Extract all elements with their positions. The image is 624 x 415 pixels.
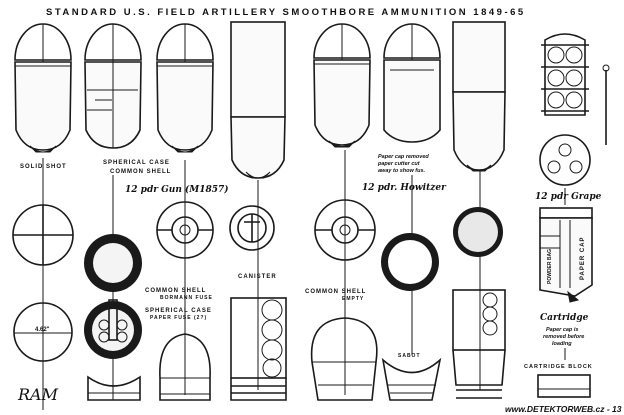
solid-shot-section <box>12 204 74 266</box>
howitzer-fuse-top <box>314 199 376 261</box>
label-common-shell-bormann: COMMON SHELL <box>145 288 206 294</box>
note-paper-cap-3: away to show fus. <box>378 168 426 174</box>
solid-shot-round <box>14 23 72 153</box>
common-shell-fuse-top <box>156 201 214 259</box>
label-12pdr-howitzer: 12 pdr. Howitzer <box>362 183 447 193</box>
cartridge <box>539 207 593 303</box>
howitzer-shell-sabot <box>310 317 378 401</box>
label-spherical-case: SPHERICAL CASE <box>103 160 170 166</box>
label-12pdr-grape: 12 pdr Grape <box>535 192 602 202</box>
label-empty: EMPTY <box>342 296 364 302</box>
label-bormann-fuse: BORMANN FUSE <box>160 295 213 301</box>
label-paper-fuse: PAPER FUSE (2?) <box>150 315 207 321</box>
watermark: www.DETEKTORWEB.cz - 13 <box>505 404 622 414</box>
solid-shot-diameter <box>13 302 73 362</box>
howitzer-canister-round <box>452 21 506 172</box>
diagram-title: STANDARD U.S. FIELD ARTILLERY SMOOTHBORE… <box>46 7 526 18</box>
spherical-case-cutaway <box>84 299 142 359</box>
howitzer-canister-cutaway <box>452 289 506 399</box>
canister-round <box>230 21 286 179</box>
cartridge-block <box>537 374 591 398</box>
label-common-shell: COMMON SHELL <box>110 169 171 175</box>
label-common-shell-empty: COMMON SHELL <box>305 289 366 295</box>
note-paper-cap-1: Paper cap removed <box>378 154 429 160</box>
canister-cutaway <box>230 297 287 401</box>
note-cartridge-3: loading <box>552 341 572 347</box>
spherical-case-section <box>84 234 142 292</box>
label-sabot: SABOT <box>398 353 421 359</box>
label-powder-bag: POWDER BAG <box>547 249 553 284</box>
howitzer-canister-top <box>453 207 503 257</box>
label-diameter: 4.62" <box>35 327 50 333</box>
note-cartridge-2: removed before <box>543 334 584 340</box>
label-12pdr-gun: 12 pdr Gun (M1857) <box>125 184 229 195</box>
sabot-gun <box>87 375 141 401</box>
label-cartridge-block: CARTRIDGE BLOCK <box>524 364 593 370</box>
grape-stand <box>541 33 610 145</box>
sabot-howitzer <box>381 357 442 401</box>
label-solid-shot: SOLID SHOT <box>20 164 67 170</box>
label-spherical-case-paper: SPHERICAL CASE <box>145 308 212 314</box>
label-canister: CANISTER <box>238 274 277 280</box>
spherical-case-sabot <box>159 333 211 401</box>
note-cartridge-1: Paper cap is <box>546 327 578 333</box>
label-cartridge: Cartridge <box>540 313 589 323</box>
howitzer-ring <box>381 233 439 291</box>
artist-signature: RAM <box>17 385 59 404</box>
spherical-case-round <box>84 23 142 149</box>
howitzer-common-shell-round <box>313 23 371 148</box>
canister-top <box>229 205 275 251</box>
grape-plate <box>539 134 591 186</box>
label-paper-cap: PAPER CAP <box>580 236 586 280</box>
howitzer-cutaway-round <box>383 23 441 143</box>
common-shell-round <box>156 23 214 153</box>
note-paper-cap-2: paper cutter cut <box>377 161 421 167</box>
